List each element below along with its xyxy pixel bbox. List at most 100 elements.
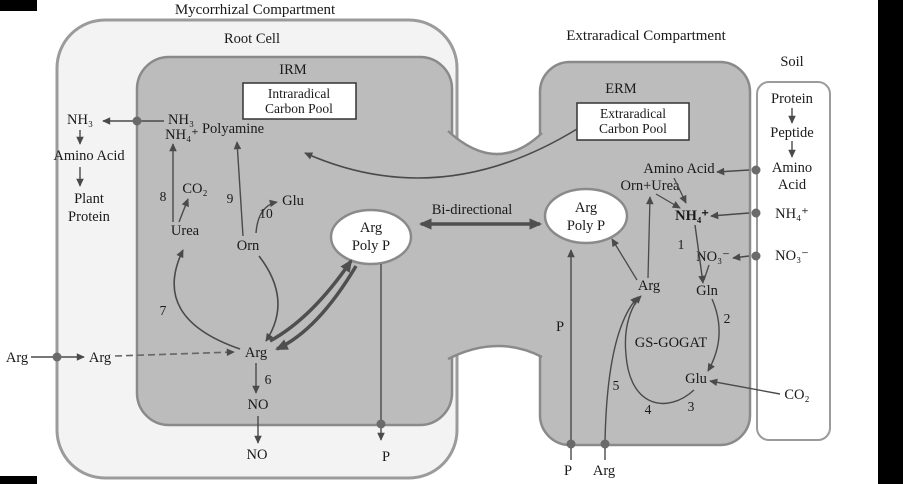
soil-box bbox=[756, 81, 831, 441]
erm-arg-polyp-vacuole bbox=[543, 187, 629, 245]
erm-argpolyp-line2: Poly P bbox=[567, 218, 605, 234]
soil-no3-label: NO₃⁻ bbox=[775, 248, 809, 264]
arrow-orn-to-polyamine bbox=[233, 141, 244, 237]
erm-step3-label: 3 bbox=[688, 399, 695, 414]
transporter-dot-p-irm bbox=[376, 419, 386, 429]
erm-gsgogat-label: GS-GOGAT bbox=[635, 335, 708, 351]
arg-inside-rootcell-label: Arg bbox=[89, 350, 111, 366]
hyphal-bridge bbox=[448, 131, 542, 359]
arrow-carbon-erm-to-irm bbox=[304, 128, 578, 179]
scan-border-top-left bbox=[0, 0, 37, 11]
transporter-dot-arg-erm bbox=[600, 439, 610, 449]
erm-title: ERM bbox=[605, 81, 637, 97]
erm-arg-bottom-label: Arg bbox=[593, 463, 615, 479]
arrow-soil-aminoacid-uptake bbox=[716, 167, 750, 176]
arrow-cycle-orn-to-arg bbox=[258, 255, 279, 342]
irm-orn-label: Orn bbox=[237, 238, 260, 254]
transporter-dot-arg-rootcell bbox=[52, 352, 62, 362]
erm-p-bottom-label: P bbox=[564, 463, 572, 479]
erm-arg-label: Arg bbox=[638, 278, 660, 294]
transporter-dot-nh3 bbox=[132, 116, 142, 126]
arrow-vacuole-to-arg-thick bbox=[275, 265, 358, 351]
erm-gln-label: Gln bbox=[696, 283, 719, 299]
arrow-arg-dashed-to-irm bbox=[114, 348, 235, 357]
irm-glu-label: Glu bbox=[282, 193, 304, 209]
rootcell-plant-label: Plant bbox=[74, 191, 104, 207]
irm-step8-label: 8 bbox=[160, 189, 167, 204]
extraradical-pool-line1: Extraradical bbox=[600, 106, 666, 121]
hyphal-bridge-bottom-edge bbox=[447, 344, 543, 361]
arrow-nh4-to-gln bbox=[694, 224, 706, 284]
irm-step9-label: 9 bbox=[227, 191, 234, 206]
arg-outside-label: Arg bbox=[6, 350, 28, 366]
arrow-gogat-cycle-to-arg bbox=[624, 295, 695, 405]
rootcell-nh3-label: NH₃ bbox=[67, 112, 93, 128]
transporter-dot-nh4 bbox=[751, 208, 761, 218]
irm-argpolyp-line2: Poly P bbox=[352, 238, 390, 254]
erm-step5-label: 5 bbox=[613, 378, 620, 393]
arrow-arg-to-ornurea bbox=[646, 196, 654, 279]
erm-ornurea-label: Orn+Urea bbox=[621, 178, 680, 194]
arrow-arg-to-vacuole bbox=[611, 238, 638, 281]
soil-title: Soil bbox=[780, 54, 803, 70]
irm-nh4-label: NH₄⁺ bbox=[165, 127, 199, 143]
rootcell-aminoacid-label: Amino Acid bbox=[53, 148, 125, 164]
rootcell-no-label: NO bbox=[247, 447, 268, 463]
mycorrhizal-compartment-title: Mycorrhizal Compartment bbox=[175, 2, 336, 18]
irm-step10-label: 10 bbox=[259, 206, 273, 221]
soil-amino-line1: Amino bbox=[772, 160, 812, 176]
hyphal-bridge-top-edge bbox=[447, 130, 543, 156]
intraradical-carbon-pool-box bbox=[242, 82, 357, 120]
erm-p-mid-label: P bbox=[556, 319, 564, 335]
intraradical-pool-line1: Intraradical bbox=[268, 86, 330, 101]
irm-arg-polyp-vacuole bbox=[329, 208, 413, 266]
erm-step1-label: 1 bbox=[678, 237, 685, 252]
erm-aminoacid-label: Amino Acid bbox=[643, 161, 715, 177]
soil-nh4-label: NH₄⁺ bbox=[775, 206, 809, 222]
soil-peptide-label: Peptide bbox=[770, 125, 814, 141]
rootcell-p-label: P bbox=[382, 449, 390, 465]
arrow-aminoacid-to-nh4 bbox=[673, 177, 687, 204]
arrow-arg-to-vacuole-thick bbox=[269, 259, 353, 343]
erm-no3-label: NO₃⁻ bbox=[696, 249, 730, 265]
erm-nh4-label: NH₄⁺ bbox=[675, 208, 709, 224]
erm-argpolyp-line1: Arg bbox=[575, 200, 597, 216]
irm-arg-label: Arg bbox=[245, 345, 267, 361]
erm-glu-label: Glu bbox=[685, 371, 707, 387]
arrow-gln-to-glu bbox=[707, 298, 720, 372]
transporter-dot-aminoacid bbox=[751, 165, 761, 175]
irm-step7-label: 7 bbox=[160, 303, 167, 318]
irm-polyamine-label: Polyamine bbox=[202, 121, 264, 137]
irm-step6-label: 6 bbox=[265, 372, 272, 387]
arrow-urea-to-co2 bbox=[178, 198, 189, 223]
scan-border-bottom-left bbox=[0, 476, 37, 484]
arrow-orn-to-glu bbox=[255, 199, 278, 234]
scan-border-right bbox=[878, 0, 903, 484]
arrow-soil-nh4-uptake bbox=[710, 211, 750, 220]
arrow-soil-no3-uptake bbox=[732, 253, 750, 261]
extraradical-carbon-pool-box bbox=[576, 102, 690, 141]
arrow-ornurea-to-nh4 bbox=[655, 193, 681, 209]
bidirectional-label: Bi-directional bbox=[432, 202, 513, 218]
arrow-arg-uptake bbox=[604, 296, 639, 444]
line-no3-to-gln bbox=[703, 264, 710, 281]
transporter-dot-no3 bbox=[751, 251, 761, 261]
irm-title: IRM bbox=[279, 62, 307, 78]
arrow-cycle-arg-to-urea bbox=[173, 249, 241, 350]
soil-protein-label: Protein bbox=[771, 91, 814, 107]
soil-amino-line2: Acid bbox=[778, 177, 807, 193]
transporter-dot-p-erm bbox=[566, 439, 576, 449]
extraradical-pool-line2: Carbon Pool bbox=[599, 121, 667, 136]
irm-nh3-label: NH₃ bbox=[168, 112, 194, 128]
intraradical-pool-line2: Carbon Pool bbox=[265, 101, 333, 116]
irm-no-label: NO bbox=[248, 397, 269, 413]
arrow-co2-to-glu bbox=[709, 378, 781, 395]
erm-step2-label: 2 bbox=[724, 311, 731, 326]
irm-argpolyp-line1: Arg bbox=[360, 220, 382, 236]
rootcell-protein-label: Protein bbox=[68, 209, 111, 225]
irm-co2-label: CO₂ bbox=[182, 181, 207, 197]
root-cell-title: Root Cell bbox=[224, 31, 280, 47]
extraradical-compartment-title: Extraradical Compartment bbox=[566, 28, 726, 44]
